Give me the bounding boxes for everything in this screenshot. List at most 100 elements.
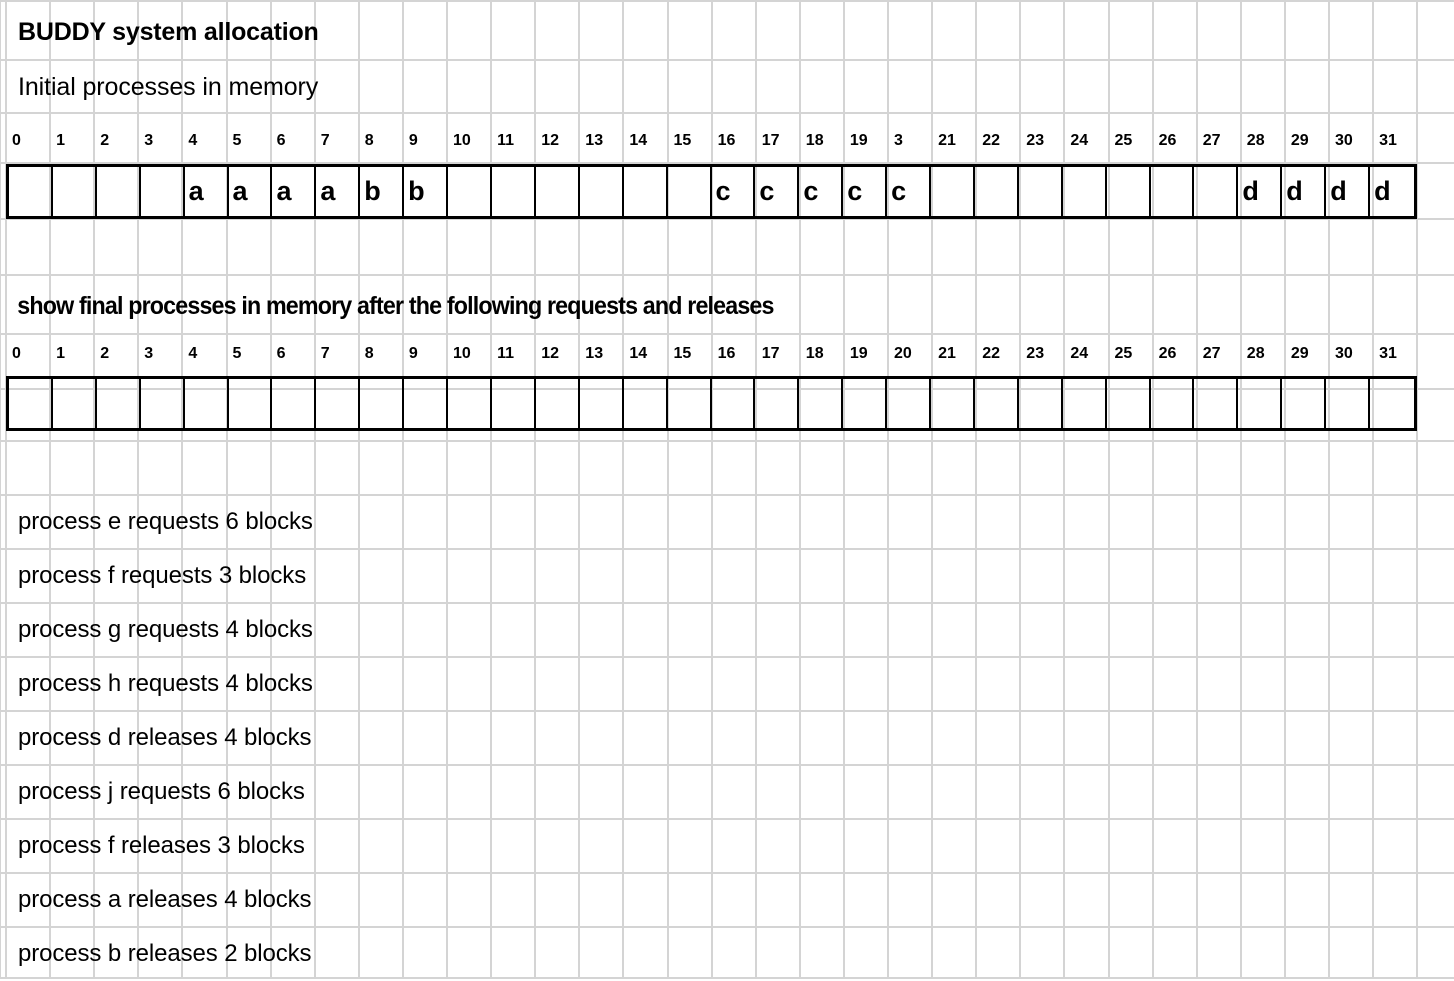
initial-memory-cell-10[interactable]: [448, 167, 492, 216]
final-memory-cell-25[interactable]: [1107, 379, 1151, 428]
initial-memory-cell-8[interactable]: b: [360, 167, 405, 216]
initial-memory-cell-30[interactable]: d: [1326, 167, 1371, 216]
final-memory-cell-24[interactable]: [1063, 379, 1107, 428]
grid-line-horizontal: [0, 0, 1454, 2]
final-memory-cell-7[interactable]: [316, 379, 361, 428]
initial-memory-cell-29[interactable]: d: [1282, 167, 1327, 216]
initial-memory-cell-21[interactable]: [931, 167, 975, 216]
initial-memory-cell-7[interactable]: a: [316, 167, 361, 216]
final-memory-cell-31[interactable]: [1370, 379, 1414, 428]
initial-memory-header-2: 2: [95, 118, 139, 163]
final-memory-cell-14[interactable]: [624, 379, 668, 428]
initial-memory-cell-25[interactable]: [1107, 167, 1151, 216]
final-memory-cell-12[interactable]: [536, 379, 580, 428]
final-memory-cell-21[interactable]: [931, 379, 975, 428]
initial-memory-header-8: 8: [360, 118, 404, 163]
initial-memory-cell-4[interactable]: a: [185, 167, 229, 216]
grid-line-vertical: [5, 0, 7, 978]
initial-memory-cell-value: d: [1330, 176, 1347, 206]
subtitle-text: Initial processes in memory: [18, 73, 319, 101]
initial-memory-header-label: 26: [1158, 131, 1177, 149]
final-memory-cell-1[interactable]: [53, 379, 97, 428]
initial-memory-header-label: 4: [188, 131, 198, 149]
initial-memory-cell-9[interactable]: b: [404, 167, 449, 216]
final-memory-cell-2[interactable]: [97, 379, 141, 428]
final-memory-cell-18[interactable]: [799, 379, 844, 428]
initial-memory-header-label: 3: [144, 131, 154, 149]
initial-memory-cell-12[interactable]: [536, 167, 580, 216]
initial-memory-cell-16[interactable]: c: [712, 167, 756, 216]
initial-memory-cell-20[interactable]: c: [887, 167, 932, 216]
initial-memory-cell-19[interactable]: c: [843, 167, 888, 216]
final-memory-cell-22[interactable]: [975, 379, 1019, 428]
grid-line-vertical: [358, 0, 360, 978]
initial-memory-cell-26[interactable]: [1151, 167, 1195, 216]
initial-memory-header-label: 7: [320, 131, 330, 149]
grid-line-horizontal: [0, 218, 1454, 220]
grid-line-vertical: [1284, 0, 1286, 978]
initial-memory-cell-22[interactable]: [975, 167, 1019, 216]
initial-memory-cell-11[interactable]: [492, 167, 536, 216]
initial-memory-cell-3[interactable]: [141, 167, 185, 216]
grid-line-vertical: [667, 0, 669, 978]
final-memory-cell-20[interactable]: [887, 379, 932, 428]
operation-row-4: process d releases 4 blocks: [8, 711, 378, 765]
final-memory-cell-27[interactable]: [1194, 379, 1239, 428]
final-memory-header-label: 10: [453, 344, 471, 362]
grid-line-vertical: [711, 0, 713, 978]
final-memory-cell-28[interactable]: [1238, 379, 1283, 428]
initial-memory-cell-28[interactable]: d: [1238, 167, 1283, 216]
initial-memory-cell-2[interactable]: [97, 167, 141, 216]
operation-text: process a releases 4 blocks: [18, 886, 312, 913]
initial-memory-header-label: 2: [100, 131, 110, 149]
final-memory-header-29: 29: [1286, 331, 1330, 376]
initial-memory-header-label: 5: [232, 131, 242, 149]
initial-memory-cell-18[interactable]: c: [799, 167, 844, 216]
initial-memory-header-21: 21: [933, 118, 977, 163]
initial-memory-cell-6[interactable]: a: [272, 167, 317, 216]
grid-line-vertical: [181, 0, 183, 978]
final-memory-header-11: 11: [492, 331, 536, 376]
page-title-text: BUDDY system allocation: [18, 17, 319, 46]
grid-line-vertical: [1372, 0, 1374, 978]
final-memory-cell-5[interactable]: [229, 379, 273, 428]
final-memory-cell-29[interactable]: [1282, 379, 1327, 428]
final-memory-cell-3[interactable]: [141, 379, 185, 428]
final-memory-cell-8[interactable]: [360, 379, 405, 428]
grid-line-vertical: [270, 0, 272, 978]
initial-memory-cell-27[interactable]: [1194, 167, 1239, 216]
final-memory-cell-30[interactable]: [1326, 379, 1371, 428]
initial-memory-cell-31[interactable]: d: [1370, 167, 1414, 216]
initial-memory-cell-24[interactable]: [1063, 167, 1107, 216]
final-memory-cell-9[interactable]: [404, 379, 449, 428]
final-memory-cell-4[interactable]: [185, 379, 229, 428]
final-memory-cell-0[interactable]: [9, 379, 53, 428]
final-memory-header-12: 12: [536, 331, 580, 376]
final-memory-cell-17[interactable]: [755, 379, 800, 428]
initial-memory-cell-14[interactable]: [624, 167, 668, 216]
grid-line-vertical: [0, 0, 1, 978]
initial-memory-cell-15[interactable]: [668, 167, 712, 216]
initial-memory-cell-17[interactable]: c: [755, 167, 800, 216]
final-memory-cell-11[interactable]: [492, 379, 536, 428]
initial-memory-cell-23[interactable]: [1019, 167, 1063, 216]
grid-line-vertical: [93, 0, 95, 978]
final-memory-cell-6[interactable]: [272, 379, 317, 428]
final-memory-cell-19[interactable]: [843, 379, 888, 428]
initial-memory-cell-0[interactable]: [9, 167, 53, 216]
initial-memory-cell-13[interactable]: [580, 167, 624, 216]
final-memory-cell-23[interactable]: [1019, 379, 1063, 428]
final-memory-cell-26[interactable]: [1151, 379, 1195, 428]
initial-memory-header-24: 24: [1065, 118, 1109, 163]
final-memory-header-21: 21: [933, 331, 977, 376]
grid-line-vertical: [1328, 0, 1330, 978]
final-memory-cell-10[interactable]: [448, 379, 492, 428]
initial-memory-cell-5[interactable]: a: [229, 167, 273, 216]
final-memory-header-17: 17: [757, 331, 801, 376]
final-memory-cell-15[interactable]: [668, 379, 712, 428]
initial-memory-cell-1[interactable]: [53, 167, 97, 216]
final-memory-header-6: 6: [272, 331, 316, 376]
final-memory-cell-16[interactable]: [712, 379, 756, 428]
final-memory-cell-13[interactable]: [580, 379, 624, 428]
initial-memory-header-13: 13: [580, 118, 624, 163]
